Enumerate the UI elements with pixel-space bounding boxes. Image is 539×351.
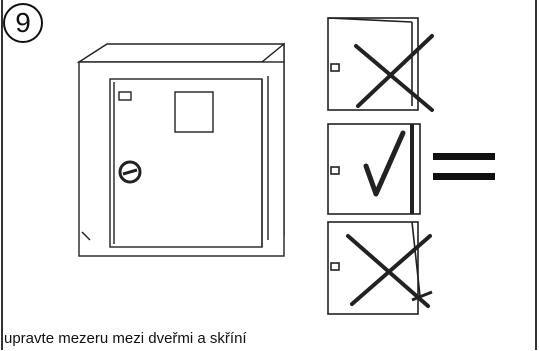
- panel-hinge: [330, 166, 340, 175]
- panel-gap-too-narrow: [327, 221, 433, 315]
- cabinet-foot-mark: [81, 231, 91, 241]
- equals-icon: [433, 153, 495, 180]
- check-icon: [363, 130, 406, 197]
- panel-box: [327, 123, 421, 215]
- panel-door-corner: [411, 290, 433, 302]
- panel-door-edge: [411, 221, 421, 297]
- cross-icon: [354, 34, 434, 112]
- panel-box: [327, 221, 419, 315]
- cabinet-top: [76, 43, 285, 63]
- panel-gap-correct: [327, 123, 421, 215]
- panel-hinge: [330, 262, 340, 271]
- panel-door-top: [327, 17, 413, 23]
- lock-slot: [122, 168, 138, 176]
- panel-hinge: [330, 63, 340, 72]
- cabinet-illustration: [76, 42, 285, 257]
- door-window: [174, 91, 214, 133]
- panel-gap-too-wide: [327, 17, 434, 112]
- hinge-mark: [118, 91, 132, 101]
- step-number: 9: [15, 7, 31, 38]
- step-number-badge: 9: [3, 3, 43, 43]
- cross-icon: [346, 234, 432, 308]
- instruction-caption: upravte mezeru mezi dveřmi a skříní: [4, 330, 247, 347]
